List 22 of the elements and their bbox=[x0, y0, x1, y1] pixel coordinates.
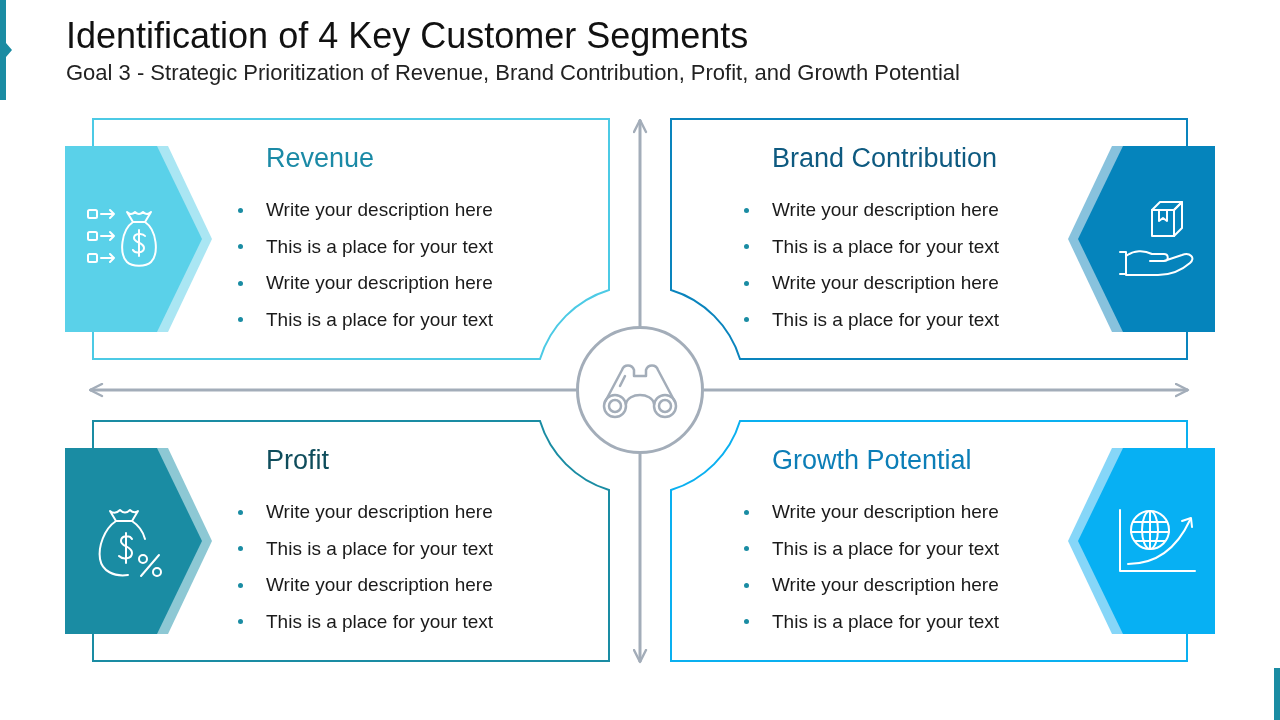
bullet-text: Write your description here bbox=[772, 198, 999, 223]
bullet-text: Write your description here bbox=[772, 500, 999, 525]
bullet-text: This is a place for your text bbox=[772, 609, 1000, 634]
bullet-text: Write your description here bbox=[772, 271, 999, 296]
title: Identification of 4 Key Customer Segments bbox=[66, 14, 749, 58]
bullet-text: Write your description here bbox=[266, 198, 493, 223]
bullet-text: Write your description here bbox=[772, 573, 999, 598]
panel-heading: Brand Contribution bbox=[772, 142, 998, 175]
bullet-text: This is a place for your text bbox=[266, 609, 494, 634]
bullet-text: This is a place for your text bbox=[266, 307, 494, 332]
panel-heading: Growth Potential bbox=[772, 444, 972, 477]
bullet-text: Write your description here bbox=[266, 573, 493, 598]
panel-heading: Profit bbox=[266, 444, 330, 477]
bullet-text: Write your description here bbox=[266, 271, 493, 296]
bullet-text: This is a place for your text bbox=[266, 536, 494, 561]
subtitle: Goal 3 - Strategic Prioritization of Revenue, Brand Contribution, Profit, and Growth Potential bbox=[66, 59, 960, 87]
bullet-text: This is a place for your text bbox=[772, 536, 1000, 561]
panel-heading: Revenue bbox=[266, 142, 375, 175]
bullet-text: This is a place for your text bbox=[266, 234, 494, 259]
bullet-text: This is a place for your text bbox=[772, 234, 1000, 259]
bullet-text: Write your description here bbox=[266, 500, 493, 525]
bullet-text: This is a place for your text bbox=[772, 307, 1000, 332]
